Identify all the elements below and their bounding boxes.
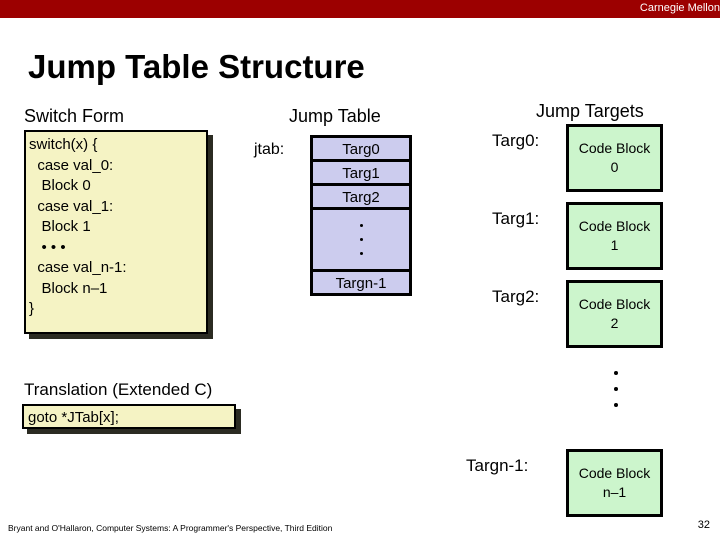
code-block-0: Code Block 0	[566, 124, 663, 192]
footer-citation: Bryant and O'Hallaron, Computer Systems:…	[8, 523, 333, 533]
jump-table: Targ0 Targ1 Targ2 Targn-1	[310, 135, 412, 296]
translation-heading: Translation (Extended C)	[24, 380, 213, 399]
code-line-ellipsis: • • •	[29, 238, 66, 256]
code-block-1: Code Block 1	[566, 202, 663, 270]
code-line: switch(x) {	[29, 136, 98, 153]
code-line: case val_0:	[29, 156, 114, 174]
code-block-line1: Code Block	[578, 296, 651, 312]
jump-table-ellipsis-cell	[313, 210, 409, 272]
target-label-1: Targ1:	[492, 209, 540, 228]
jump-table-cell: Targ0	[313, 138, 409, 162]
code-block-line1: Code Block	[578, 218, 651, 234]
page-number: 32	[697, 519, 710, 531]
code-block-line2: n–1	[602, 484, 627, 500]
code-block-line2: 1	[610, 237, 619, 253]
institution-label: Carnegie Mellon	[639, 2, 720, 14]
title-banner: Carnegie Mellon	[0, 0, 720, 18]
code-line: case val_n-1:	[29, 259, 127, 276]
target-label-0: Targ0:	[492, 131, 540, 150]
target-label-n: Targn-1:	[466, 456, 529, 475]
vertical-ellipsis-icon	[606, 365, 626, 413]
code-block-line2: 0	[610, 159, 619, 175]
switch-form-code-box: switch(x) { case val_0: Block 0 case val…	[24, 130, 208, 334]
code-line: Block 1	[29, 218, 91, 235]
target-label-2: Targ2:	[492, 287, 540, 306]
jump-table-heading: Jump Table	[289, 106, 381, 126]
switch-form-heading: Switch Form	[24, 106, 125, 126]
code-block-2: Code Block 2	[566, 280, 663, 348]
code-block-line1: Code Block	[578, 465, 651, 481]
jump-table-cell: Targ1	[313, 162, 409, 186]
code-block-line1: Code Block	[578, 140, 651, 156]
code-line: Block 0	[29, 177, 91, 194]
code-line: goto *JTab[x];	[28, 409, 119, 426]
jump-table-cell: Targ2	[313, 186, 409, 210]
vertical-ellipsis-icon	[313, 210, 409, 269]
code-block-line2: 2	[610, 315, 619, 331]
translation-code-box: goto *JTab[x];	[22, 404, 236, 429]
jump-targets-heading: Jump Targets	[536, 101, 644, 121]
jump-table-cell: Targn-1	[313, 272, 409, 296]
page-title: Jump Table Structure	[28, 48, 365, 85]
code-block-n: Code Block n–1	[566, 449, 663, 517]
jtab-pointer-label: jtab:	[254, 141, 285, 158]
code-line: Block n–1	[29, 279, 108, 297]
code-line: case val_1:	[29, 197, 114, 215]
code-line: }	[29, 300, 35, 317]
